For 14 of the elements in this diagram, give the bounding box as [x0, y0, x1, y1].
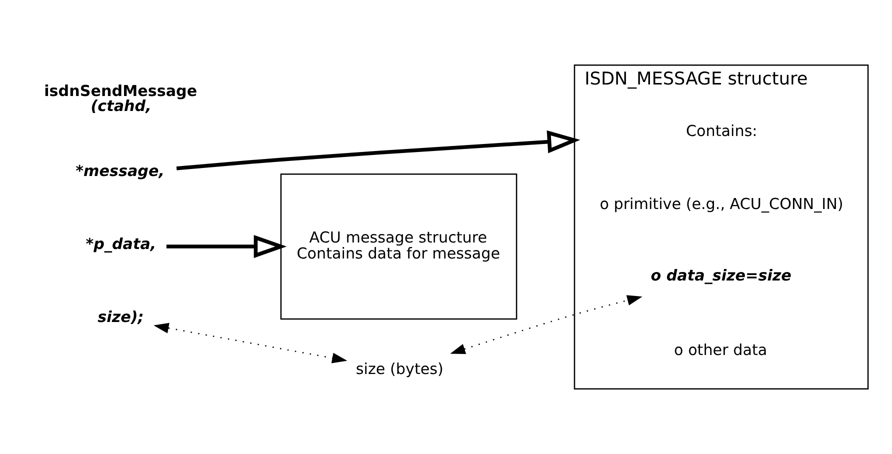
node-box: ACU message structure Contains data for message	[280, 173, 518, 320]
arrow	[450, 295, 642, 354]
node-text: o primitive (e.g., ACU_CONN_IN)	[600, 194, 844, 213]
node-text: size (bytes)	[356, 360, 444, 378]
node-text: o other data	[674, 340, 768, 359]
node-text: o data_size=size	[650, 266, 792, 285]
arrow	[154, 322, 348, 364]
node-text: Contains:	[686, 122, 758, 140]
node-text: size);	[98, 308, 144, 326]
node-text: isdnSendMessage (ctahd,	[44, 82, 198, 116]
arrow	[166, 235, 287, 258]
arrow	[176, 130, 580, 170]
node-text: *p_data,	[86, 235, 156, 254]
node-text: *message,	[76, 162, 165, 180]
